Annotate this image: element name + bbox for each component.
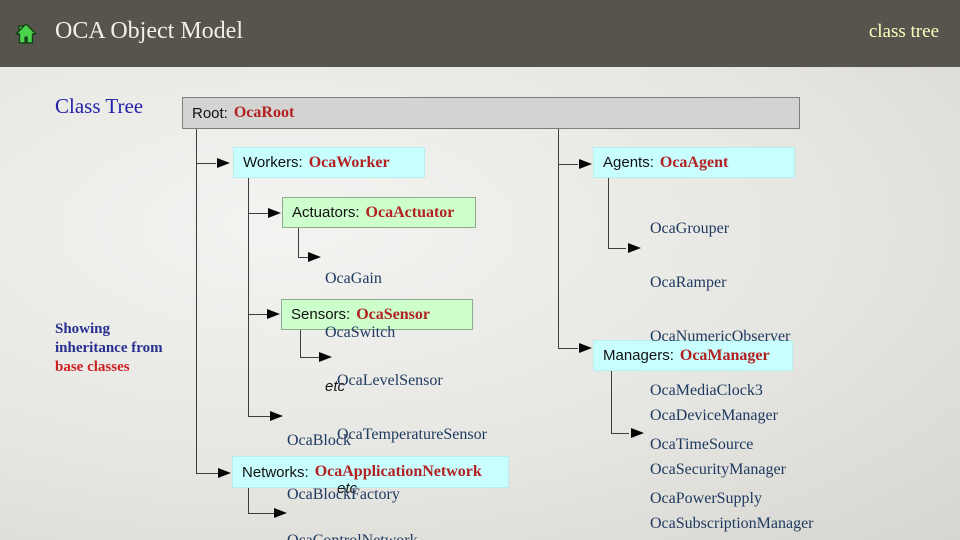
arrow-icon-sensor-subclasses [319, 352, 332, 362]
actuator-children-line [298, 257, 308, 258]
note-line: Showing [55, 321, 111, 337]
etc-label: etc [337, 480, 358, 497]
page-title: OCA Object Model [55, 18, 243, 44]
actuators-branch-line [248, 213, 268, 214]
arrow-icon-sensors [267, 309, 280, 319]
managers-branch-line [558, 348, 578, 349]
node-label: Agents: [603, 154, 654, 171]
subclass-item: OcaNumericObserver [650, 328, 791, 345]
networks-node: Networks: OcaApplicationNetwork [232, 456, 509, 488]
node-class-name: OcaManager [679, 346, 770, 364]
sensor-children-line [300, 330, 301, 358]
arrow-icon-agent-subclasses [628, 243, 641, 253]
subclass-item: OcaGain [325, 270, 382, 287]
manager-children-line [611, 433, 629, 434]
note-line-base-classes: base classes [55, 359, 130, 375]
manager-children-line [611, 371, 612, 434]
node-class-name: OcaSensor [356, 305, 430, 323]
node-label: Networks: [242, 463, 309, 481]
arrow-icon-actuators [268, 208, 281, 218]
network-children-line [248, 513, 274, 514]
right-spine-line [558, 129, 559, 349]
node-label: Actuators: [292, 204, 360, 221]
arrow-icon-actuator-subclasses [308, 252, 321, 262]
agents-node: Agents: OcaAgent [593, 147, 795, 178]
subclass-item: OcaControlNetwork [287, 532, 471, 540]
managers-node: Managers: OcaManager [593, 340, 793, 371]
node-class-name: OcaAgent [659, 153, 729, 171]
subclass-item: OcaBlockFactory [287, 486, 400, 503]
block-branch-line [248, 416, 270, 417]
subclass-item: OcaMediaClock3 [650, 382, 763, 399]
subclass-item: OcaSecurityManager [650, 461, 786, 478]
node-label: Sensors: [291, 306, 351, 323]
workers-branch-line [196, 163, 216, 164]
subclass-item: OcaTemperatureSensor [337, 426, 487, 443]
network-children-line [248, 488, 249, 514]
note-line: inheritance from [55, 340, 163, 356]
agent-subclass-list: OcaGrouper OcaRamper OcaNumericObserver … [650, 184, 790, 540]
class-tree-heading: Class Tree [55, 94, 144, 118]
arrow-icon-workers [217, 158, 230, 168]
arrow-icon-network-subclasses [274, 508, 287, 518]
agents-branch-line [558, 164, 578, 165]
node-class-name: OcaRoot [233, 104, 295, 121]
sensor-children-line [300, 357, 319, 358]
arrow-icon-agents [579, 159, 592, 169]
sensors-branch-line [248, 314, 267, 315]
subclass-item: OcaSwitch [325, 324, 396, 341]
agent-children-line [608, 178, 609, 249]
subclass-item: OcaLevelSensor [337, 372, 443, 389]
node-label: Workers: [243, 154, 303, 171]
subclass-item: OcaDeviceManager [650, 407, 778, 424]
workers-node: Workers: OcaWorker [233, 147, 425, 178]
actuator-children-line [298, 228, 299, 258]
manager-subclass-list: OcaDeviceManager OcaSecurityManager OcaS… [650, 371, 814, 540]
slide-header: OCA Object Model class tree [0, 0, 960, 67]
subclass-item: OcaSubscriptionManager [650, 515, 814, 532]
corner-label: class tree [868, 21, 939, 42]
actuators-node: Actuators: OcaActuator [282, 197, 476, 228]
etc-label: etc [325, 378, 346, 395]
actuator-subclass-list: OcaGain OcaSwitch etc [325, 234, 395, 432]
subclass-item: OcaPowerSupply [650, 490, 762, 507]
node-label: Managers: [603, 347, 674, 364]
node-class-name: OcaActuator [365, 203, 455, 221]
home-icon [14, 22, 38, 46]
subclass-item: OcaRamper [650, 274, 727, 291]
arrow-icon-networks [218, 468, 231, 478]
worker-subclass-list: OcaBlock OcaBlockFactory OcaMatrix [287, 396, 400, 540]
subclass-item: OcaBlock [287, 432, 351, 449]
arrow-icon-manager-subclasses [631, 428, 644, 438]
networks-branch-line [196, 473, 218, 474]
network-subclass-list: OcaControlNetwork OcaMediaTransportNetwo… [287, 496, 471, 540]
root-node: Root: OcaRoot [182, 97, 800, 129]
node-class-name: OcaWorker [308, 153, 390, 171]
arrow-icon-managers [579, 343, 592, 353]
subclass-item: OcaGrouper [650, 220, 730, 237]
inheritance-note: Showing inheritance from base classes [55, 320, 205, 377]
agent-children-line [608, 248, 626, 249]
subclass-item: OcaTimeSource [650, 436, 754, 453]
node-class-name: OcaApplicationNetwork [314, 463, 482, 480]
arrow-icon-block-group [270, 411, 283, 421]
left-spine-line [196, 129, 197, 474]
workers-spine-line [248, 178, 249, 417]
node-label: Root: [192, 104, 228, 122]
sensors-node: Sensors: OcaSensor [281, 299, 473, 330]
sensor-subclass-list: OcaLevelSensor OcaTemperatureSensor etc [337, 336, 487, 534]
